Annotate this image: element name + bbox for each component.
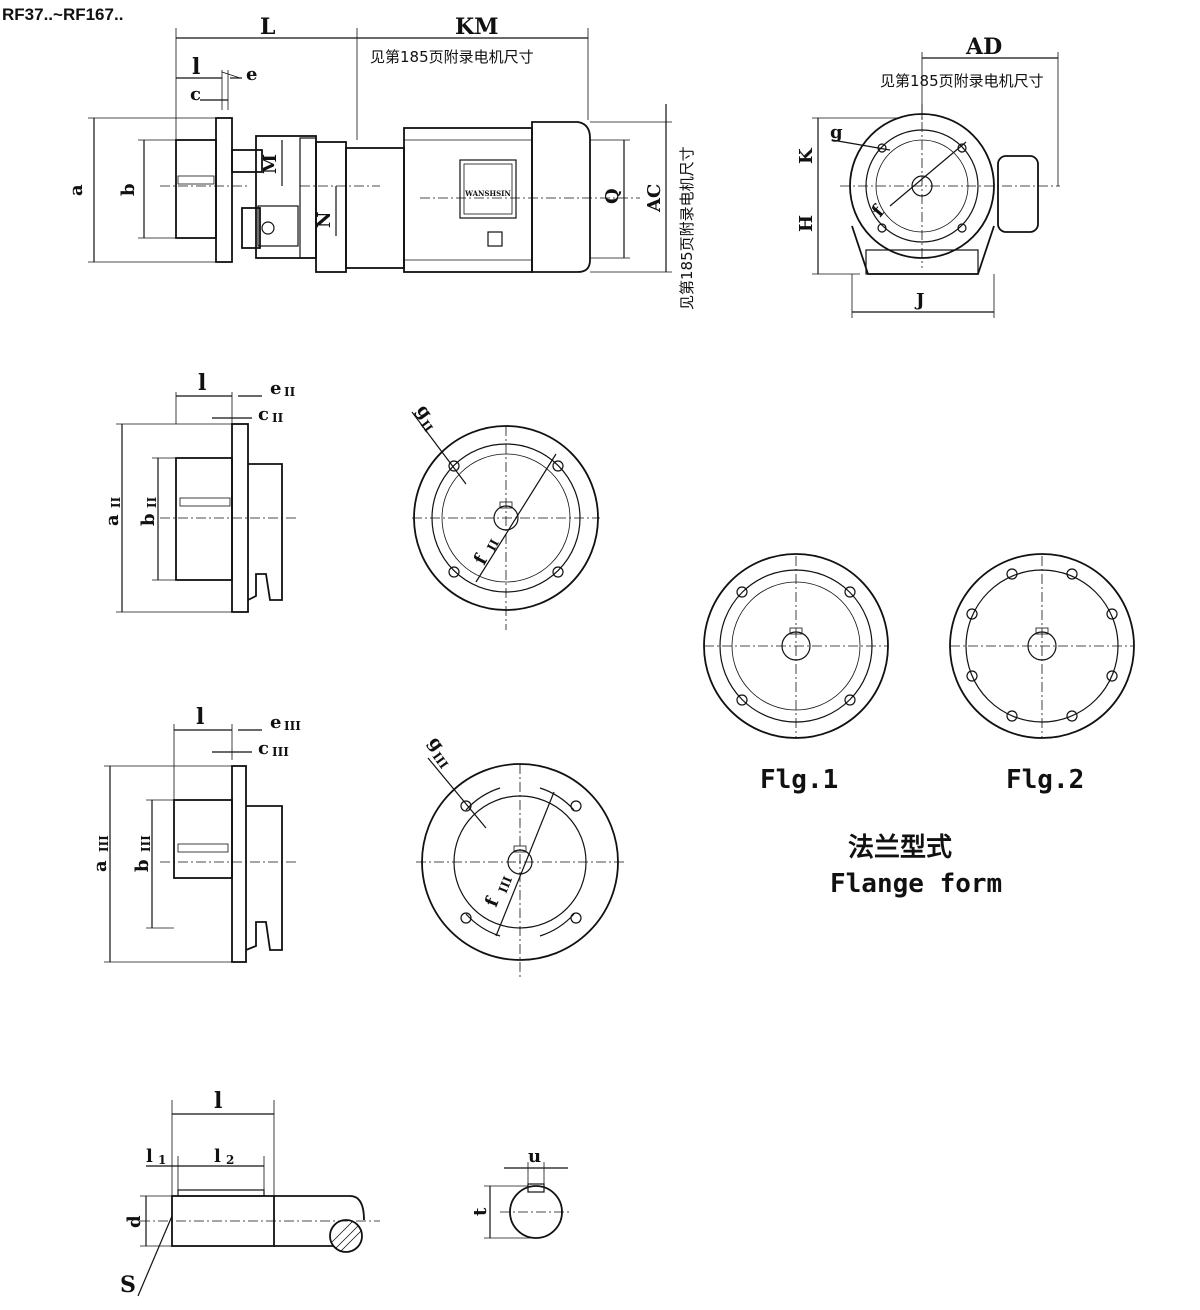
- II-dim-l: l: [198, 370, 206, 396]
- dim-g-label: g: [830, 122, 843, 143]
- III-dim-a: a: [90, 860, 111, 872]
- brand-label: WANSHSIN: [464, 189, 511, 198]
- II-dim-f: f: [470, 551, 493, 569]
- II-dim-c: c: [258, 404, 269, 425]
- dim-AD-label: AD: [965, 34, 1002, 60]
- dim-l-label: l: [192, 54, 200, 80]
- shaft-dim-S: S: [120, 1272, 136, 1298]
- flange-fig1: Flg.1: [703, 553, 889, 795]
- III-dim-f: f: [481, 894, 504, 910]
- flange-III-front-view: f III g III: [416, 733, 624, 980]
- fig2-caption: Flg.2: [1006, 765, 1084, 795]
- dim-a-label: a: [66, 184, 87, 196]
- III-dim-f-sub: III: [496, 874, 515, 895]
- dim-H-label: H: [796, 215, 817, 232]
- shaft-dim-l: l: [214, 1088, 222, 1114]
- dim-N-label: N: [314, 212, 335, 228]
- III-dim-e-sub: III: [284, 719, 301, 733]
- dim-c-label: c: [190, 84, 201, 105]
- shaft-dim-l2: l: [214, 1146, 221, 1167]
- dim-b-label: b: [118, 183, 139, 196]
- III-dim-b: b: [132, 859, 153, 872]
- flange-III-side-view: l e III c III a III b III: [90, 704, 301, 963]
- III-dim-c: c: [258, 738, 269, 759]
- III-dim-c-sub: III: [272, 745, 289, 759]
- side-motor-note: 见第185页附录电机尺寸: [880, 72, 1044, 90]
- flange-form-title-en: Flange form: [830, 869, 1002, 899]
- II-dim-c-sub: II: [272, 411, 284, 425]
- dim-J-label: J: [914, 290, 925, 311]
- flange-form-title-cn: 法兰型式: [848, 833, 952, 863]
- main-assembly-view: L KM 见第185页附录电机尺寸 l e c a b: [66, 14, 696, 310]
- II-dim-a-sub: II: [109, 496, 123, 508]
- flange-II-side-view: l e II c II a II b II: [102, 370, 298, 613]
- shaft-dim-d: d: [124, 1215, 145, 1228]
- flange-fig2: Flg.2: [949, 553, 1135, 795]
- dim-M-label: M: [260, 154, 281, 174]
- III-dim-b-sub: III: [139, 835, 153, 852]
- dim-AC-label: AC: [644, 184, 665, 213]
- dim-KM-label: KM: [455, 14, 498, 40]
- key-section-detail: u t: [470, 1146, 572, 1239]
- key-dim-t: t: [470, 1207, 491, 1216]
- shaft-dim-l2-sub: 2: [226, 1153, 234, 1167]
- dim-K-label: K: [796, 147, 817, 164]
- II-dim-f-sub: II: [484, 537, 502, 554]
- motor-dims-note: 见第185页附录电机尺寸: [370, 48, 534, 66]
- III-dim-l: l: [196, 704, 204, 730]
- dim-f-label: f: [868, 201, 890, 221]
- shaft-dim-l1: l: [146, 1146, 153, 1167]
- II-dim-e: e: [270, 378, 281, 399]
- III-dim-e: e: [270, 712, 281, 733]
- dim-Q-label: Q: [602, 188, 623, 204]
- II-dim-e-sub: II: [284, 385, 296, 399]
- dim-L-label: L: [260, 14, 275, 40]
- series-title: RF37..~RF167..: [2, 5, 123, 24]
- flange-II-front-view: f II g II: [411, 401, 600, 630]
- fig1-caption: Flg.1: [760, 765, 838, 795]
- shaft-dim-l1-sub: 1: [158, 1153, 166, 1167]
- motor-dims-note-vertical: 见第185页附录电机尺寸: [678, 146, 696, 310]
- side-view: AD 见第185页附录电机尺寸 f g K H J: [796, 34, 1060, 318]
- II-dim-a: a: [102, 514, 123, 526]
- III-dim-a-sub: III: [97, 835, 111, 852]
- II-dim-b-sub: II: [145, 496, 159, 508]
- II-dim-b: b: [138, 513, 159, 526]
- dim-e-label: e: [246, 64, 257, 85]
- key-dim-u: u: [528, 1146, 541, 1167]
- shaft-detail: l l 1 l 2 d S: [120, 1088, 380, 1298]
